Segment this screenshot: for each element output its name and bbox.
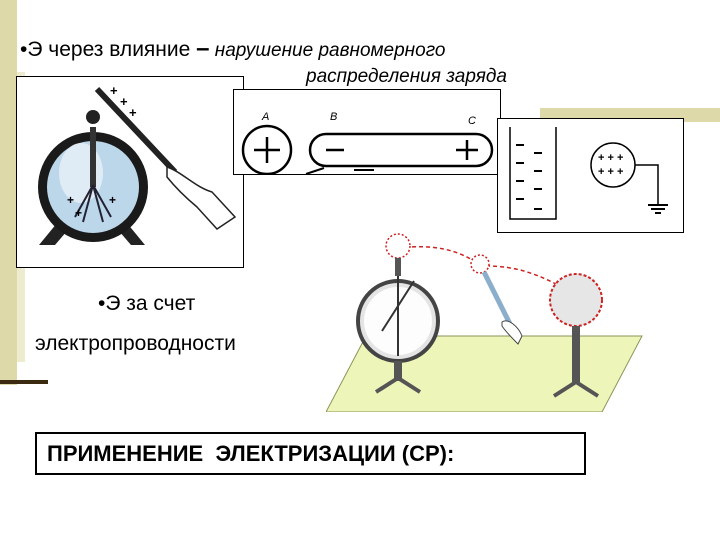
svg-text:+: + (129, 105, 137, 120)
svg-text:+: + (120, 94, 128, 109)
heading-induction-prefix: •Э через влияние (20, 38, 197, 61)
svg-text:+: + (109, 193, 116, 207)
svg-text:+ + +: + + + (598, 152, 623, 164)
label-c: C (468, 115, 476, 127)
svg-text:+ + +: + + + (598, 166, 623, 178)
heading-conduction-cont: электропроводности (35, 332, 236, 355)
electroscope-induction-figure: + + + + + + (16, 76, 244, 268)
accent-underline (0, 380, 48, 384)
beaker-sphere-figure: + + + + + + (497, 118, 684, 233)
heading-induction: •Э через влияние – нарушение равномерног… (20, 35, 445, 63)
svg-text:+: + (75, 206, 82, 220)
electrometer-conduction-figure (326, 233, 643, 412)
application-title-box: ПРИМЕНЕНИЕ ЭЛЕКТРИЗАЦИИ (СР): (35, 432, 586, 475)
heading-induction-desc-cont: распределения заряда (306, 66, 507, 87)
heading-conduction: •Э за счет (98, 292, 196, 315)
accent-sidebar (0, 0, 17, 385)
heading-dash: – (196, 35, 210, 62)
svg-text:+: + (110, 83, 118, 98)
label-a: A (261, 111, 269, 123)
label-b: B (330, 111, 337, 123)
spheres-abc-figure: A B C (233, 89, 501, 175)
svg-text:+: + (67, 193, 74, 207)
heading-induction-desc: нарушение равномерного (209, 40, 446, 61)
